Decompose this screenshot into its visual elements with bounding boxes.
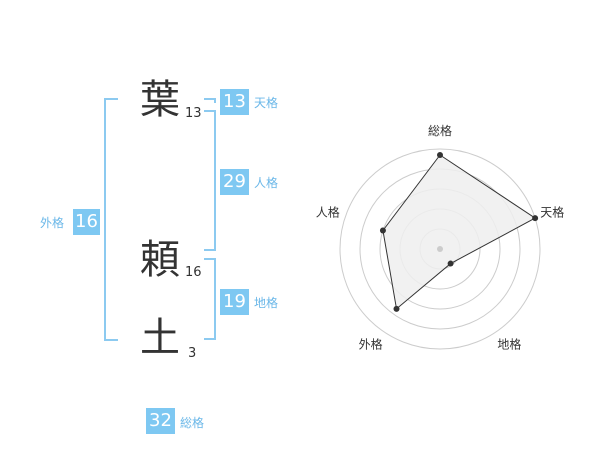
- radar-axis-label-1: 総格: [428, 123, 452, 138]
- jinkaku-label: 人格: [254, 176, 279, 190]
- name-char-2-strokes: 16: [185, 265, 202, 280]
- radar-point-3: [447, 260, 454, 267]
- soukaku-badge: 32: [146, 408, 175, 434]
- radar-point-5: [379, 227, 386, 234]
- tenkaku-badge: 13: [220, 89, 249, 115]
- soukaku-label: 総格: [180, 416, 205, 430]
- chikaku-label: 地格: [254, 296, 279, 310]
- radar-axis-label-4: 外格: [359, 336, 383, 351]
- radar-axis-label-2: 天格: [540, 205, 564, 220]
- radar-axis-label-3: 地格: [497, 336, 521, 351]
- radar-axis-label-5: 人格: [316, 205, 340, 220]
- name-char-2: 頼: [140, 237, 180, 283]
- radar-center: [437, 246, 443, 252]
- radar-point-2: [532, 215, 539, 222]
- name-char-3-strokes: 3: [188, 346, 197, 361]
- radar-ring: [339, 148, 541, 350]
- radar-point-4: [393, 305, 400, 312]
- gaikaku-badge: 16: [73, 209, 100, 235]
- tenkaku-label: 天格: [254, 96, 279, 110]
- jinkaku-badge: 29: [220, 169, 249, 195]
- tenkaku-bracket: [204, 98, 216, 103]
- radar-polygon: [382, 154, 537, 310]
- chikaku-bracket: [204, 258, 216, 340]
- name-char-1-strokes: 13: [185, 106, 202, 121]
- name-char-1: 葉: [140, 77, 180, 123]
- gaikaku-label: 外格: [40, 216, 65, 230]
- radar-point-1: [437, 152, 443, 158]
- chikaku-badge: 19: [220, 289, 249, 315]
- name-char-3: 土: [140, 315, 180, 361]
- gaikaku-bracket: [104, 98, 118, 341]
- jinkaku-bracket: [204, 110, 216, 251]
- radar-chart: 総格天格地格 外格 人格: [300, 110, 600, 370]
